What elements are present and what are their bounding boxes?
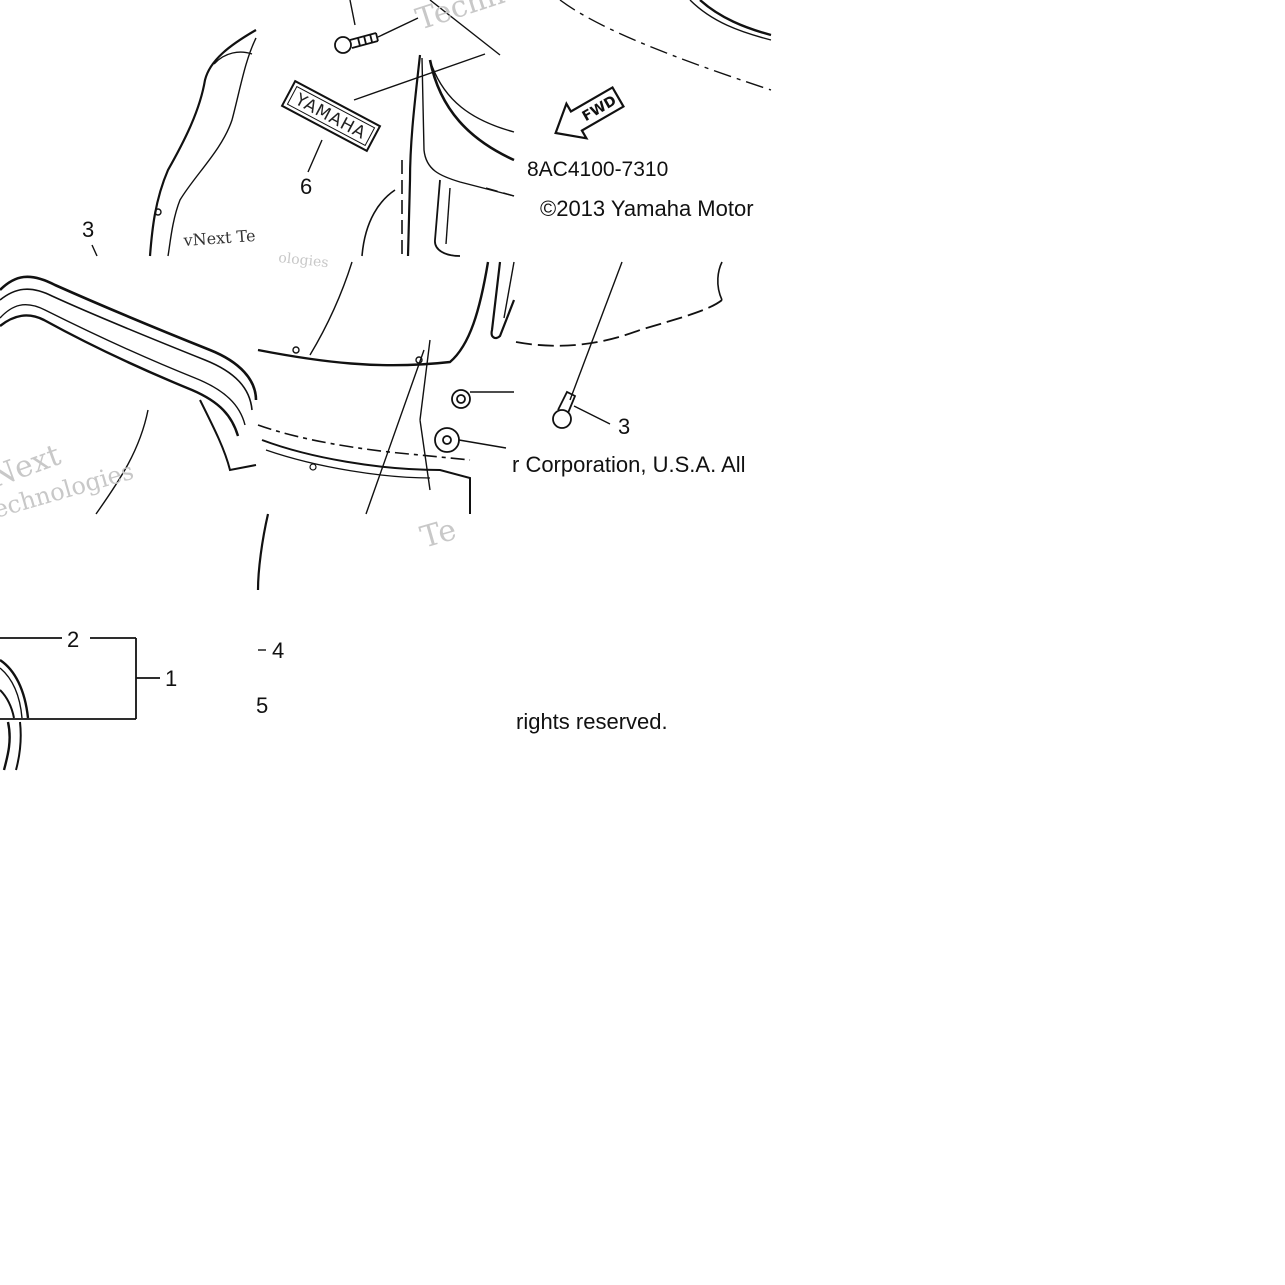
cowling-rim-drawing [0, 275, 258, 515]
copyright-line-2: rights reserved. [516, 709, 668, 734]
callout-3-left: 3 [82, 217, 94, 242]
cowling-top-drawing [559, 0, 772, 91]
callout-4: 4 [272, 638, 284, 663]
copyright-line-1a: ©2013 Yamaha Motor [540, 196, 754, 221]
cowling-side-drawing [148, 29, 257, 257]
cowling-lower-drawing [257, 261, 516, 515]
callout-6: 6 [300, 174, 312, 199]
washer-icon [434, 427, 507, 453]
watermark-fragment: ologies [278, 250, 330, 271]
cowling-right-drawing [515, 261, 723, 401]
cowling-front-drawing [349, 0, 515, 257]
bracket-callout-1-2 [0, 637, 160, 720]
callout-5: 5 [256, 693, 268, 718]
bolt-icon [334, 17, 419, 54]
screw-icon [552, 390, 611, 429]
cowling-bottom-drawing [0, 659, 30, 771]
cowling-edge-drawing [256, 513, 270, 591]
callout-3-right: 3 [618, 414, 630, 439]
callout-1: 1 [165, 666, 177, 691]
grommet-icon [451, 389, 514, 409]
copyright-line-1b: r Corporation, U.S.A. All [512, 452, 746, 477]
callout-2: 2 [67, 627, 79, 652]
part-code: 8AC4100-7310 [527, 158, 668, 181]
